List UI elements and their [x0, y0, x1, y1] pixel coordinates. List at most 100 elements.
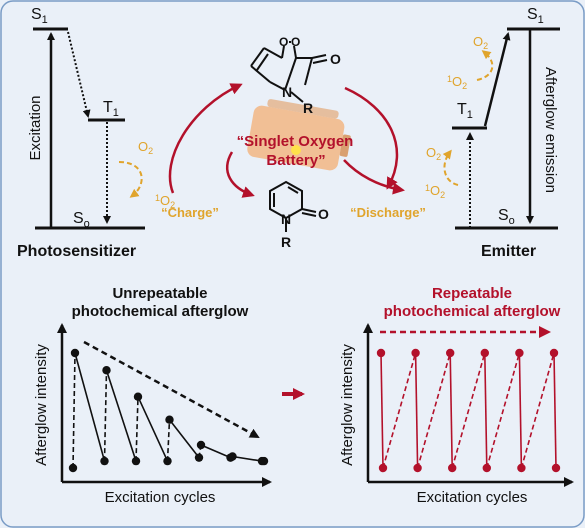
pyridone-r: R — [281, 234, 291, 250]
right-y-axis-label: Afterglow intensity — [339, 344, 356, 466]
right-chart-segment — [486, 352, 521, 469]
left-chart-segment — [200, 444, 231, 459]
left-chart-segment — [135, 396, 139, 462]
release-cycle-arrow — [343, 159, 405, 195]
repeatable-chart: Repeatable photochemical afterglow After… — [339, 285, 574, 506]
left-chart-segment — [168, 419, 200, 459]
left-x-axis-label: Excitation cycles — [105, 489, 216, 506]
right-chart-point — [549, 348, 559, 358]
left-chart-segment — [74, 352, 106, 462]
left-chart-segment — [105, 370, 137, 462]
em-upper-excitation-arrow — [483, 32, 511, 127]
left-chart-title-line2: photochemical afterglow — [72, 303, 249, 320]
right-x-axis-label: Excitation cycles — [417, 489, 528, 506]
left-chart-point — [70, 348, 80, 358]
ps-singlet-oxygen-label: 1O2 — [155, 193, 175, 210]
right-chart-segment — [484, 352, 488, 469]
endoperoxide-carbonyl-o: O — [330, 51, 341, 67]
right-chart-segment — [518, 352, 523, 469]
left-chart-point — [194, 453, 204, 462]
charge-cycle-arrow — [168, 83, 243, 194]
left-series — [68, 348, 269, 473]
left-chart-point — [228, 452, 237, 461]
endoperoxide-o1: O — [279, 35, 288, 49]
em-lower-singlet-label: 1O2 — [425, 183, 445, 200]
battery-title-line2: Battery” — [266, 152, 325, 169]
right-chart-point — [448, 463, 457, 473]
left-chart-point — [133, 392, 143, 401]
battery-title-line1: “Singlet Oxygen — [237, 133, 354, 150]
em-afterglow-label: Afterglow emission — [542, 67, 559, 193]
em-s0-label: So — [498, 207, 515, 227]
recharge-cycle-arrow — [226, 151, 255, 198]
charge-label: “Charge” — [161, 205, 219, 220]
left-y-axis-label: Afterglow intensity — [33, 344, 50, 466]
em-name: Emitter — [481, 243, 536, 260]
right-chart-point — [378, 463, 388, 473]
left-chart-segment — [137, 396, 169, 462]
left-chart-point — [100, 456, 109, 466]
em-upper-oxygen-arrow — [476, 50, 494, 81]
right-chart-segment — [414, 352, 419, 469]
battery-illustration — [247, 99, 351, 171]
left-chart-point — [165, 415, 174, 424]
right-chart-point — [413, 463, 422, 473]
ps-oxygen-transfer-arrow — [118, 161, 143, 198]
left-chart-title-line1: Unrepeatable — [112, 285, 207, 302]
em-t1-label: T1 — [457, 101, 473, 121]
pyridone-n: N — [281, 211, 291, 227]
right-chart-point — [517, 463, 526, 473]
em-lower-oxygen-arrow — [442, 149, 459, 186]
right-chart-point — [446, 348, 455, 358]
discharge-label: “Discharge” — [350, 205, 426, 220]
ps-excitation-label: Excitation — [27, 95, 44, 160]
right-chart-segment — [380, 352, 384, 469]
left-chart-point — [102, 366, 111, 375]
em-upper-o2-label: O2 — [473, 34, 488, 51]
unrepeatable-chart: Unrepeatable photochemical afterglow Aft… — [33, 285, 272, 506]
right-chart-point — [376, 348, 386, 358]
photosensitizer-diagram: S1 T1 So Excitation O2 1O2 Photosensitiz… — [17, 6, 175, 260]
right-chart-title-line2: photochemical afterglow — [384, 303, 561, 320]
right-chart-point — [411, 348, 420, 358]
right-chart-title-line1: Repeatable — [432, 285, 512, 302]
right-chart-point — [551, 463, 561, 473]
left-chart-point — [131, 456, 141, 466]
left-trend-arrow — [83, 340, 260, 439]
right-chart-segment — [416, 352, 451, 469]
right-chart-point — [515, 348, 524, 358]
ps-s0-label: So — [73, 210, 90, 230]
right-chart-segment — [553, 352, 557, 469]
endoperoxide-r: R — [303, 100, 313, 116]
em-s1-label: S1 — [527, 6, 544, 26]
em-upper-singlet-label: 1O2 — [447, 74, 467, 91]
discharge-cycle-arrow — [344, 86, 399, 190]
ps-t1-label: T1 — [103, 99, 119, 119]
left-chart-point — [259, 456, 269, 466]
right-chart-segment — [382, 352, 417, 469]
right-chart-point — [480, 348, 489, 358]
left-chart-segment — [103, 370, 108, 462]
right-chart-segment — [520, 352, 555, 469]
left-chart-segment — [72, 352, 76, 469]
ps-name: Photosensitizer — [17, 243, 136, 260]
left-chart-point — [163, 456, 172, 466]
pyridone-o: O — [318, 206, 329, 222]
right-chart-segment — [449, 352, 453, 469]
battery-spark — [291, 145, 301, 155]
endoperoxide-structure — [250, 41, 328, 103]
endoperoxide-o2: O — [291, 35, 300, 49]
right-chart-segment — [451, 352, 486, 469]
right-series — [376, 348, 561, 473]
ps-o2-label: O2 — [138, 139, 153, 156]
left-chart-segment — [232, 455, 263, 462]
endoperoxide-n: N — [282, 84, 292, 100]
left-chart-point — [68, 463, 78, 473]
em-lower-o2-label: O2 — [426, 145, 441, 162]
ps-s1-label: S1 — [31, 6, 48, 26]
battery-cycle: “Singlet Oxygen Battery” “Charge” “Disch… — [161, 35, 426, 250]
left-chart-segment — [166, 419, 171, 462]
right-chart-point — [482, 463, 491, 473]
emitter-diagram: S1 T1 So Afterglow emission O2 1O2 O2 1O… — [425, 6, 560, 260]
